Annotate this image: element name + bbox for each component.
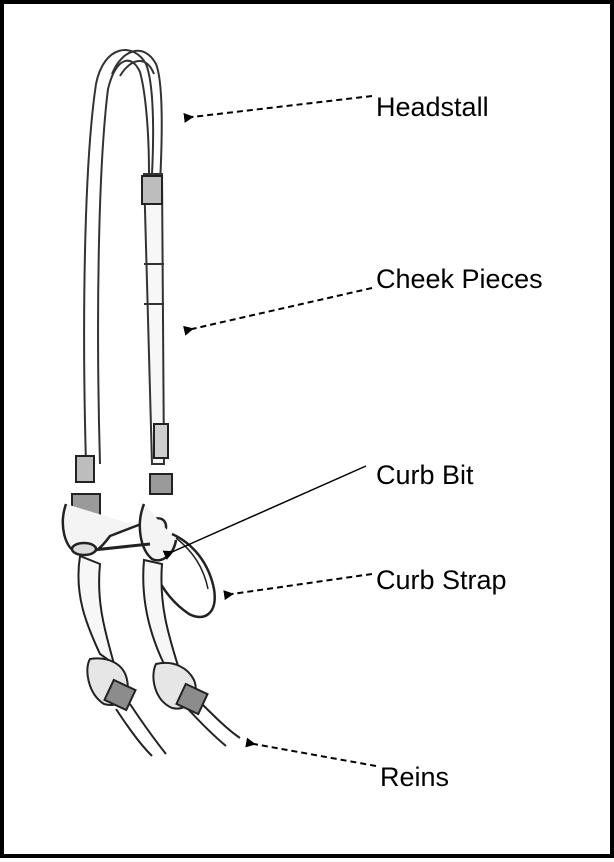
label-reins: Reins (380, 764, 449, 791)
curb-bit (63, 504, 176, 560)
label-curb-strap: Curb Strap (376, 567, 507, 594)
label-cheek-pieces: Cheek Pieces (376, 266, 543, 293)
bridle-illustration (4, 4, 614, 862)
pointer-reins (254, 744, 376, 766)
label-curb-bit: Curb Bit (376, 462, 474, 489)
pointer-headstall (192, 96, 372, 117)
pointer-curb-bit (172, 466, 366, 552)
cheek-piece-left (72, 456, 100, 516)
pointer-lines (172, 96, 376, 766)
label-headstall: Headstall (376, 94, 489, 121)
pointer-curb-strap (232, 574, 372, 594)
reins-strap (78, 556, 240, 756)
cheek-piece-right (142, 174, 172, 494)
pointer-cheek-pieces (192, 288, 372, 329)
